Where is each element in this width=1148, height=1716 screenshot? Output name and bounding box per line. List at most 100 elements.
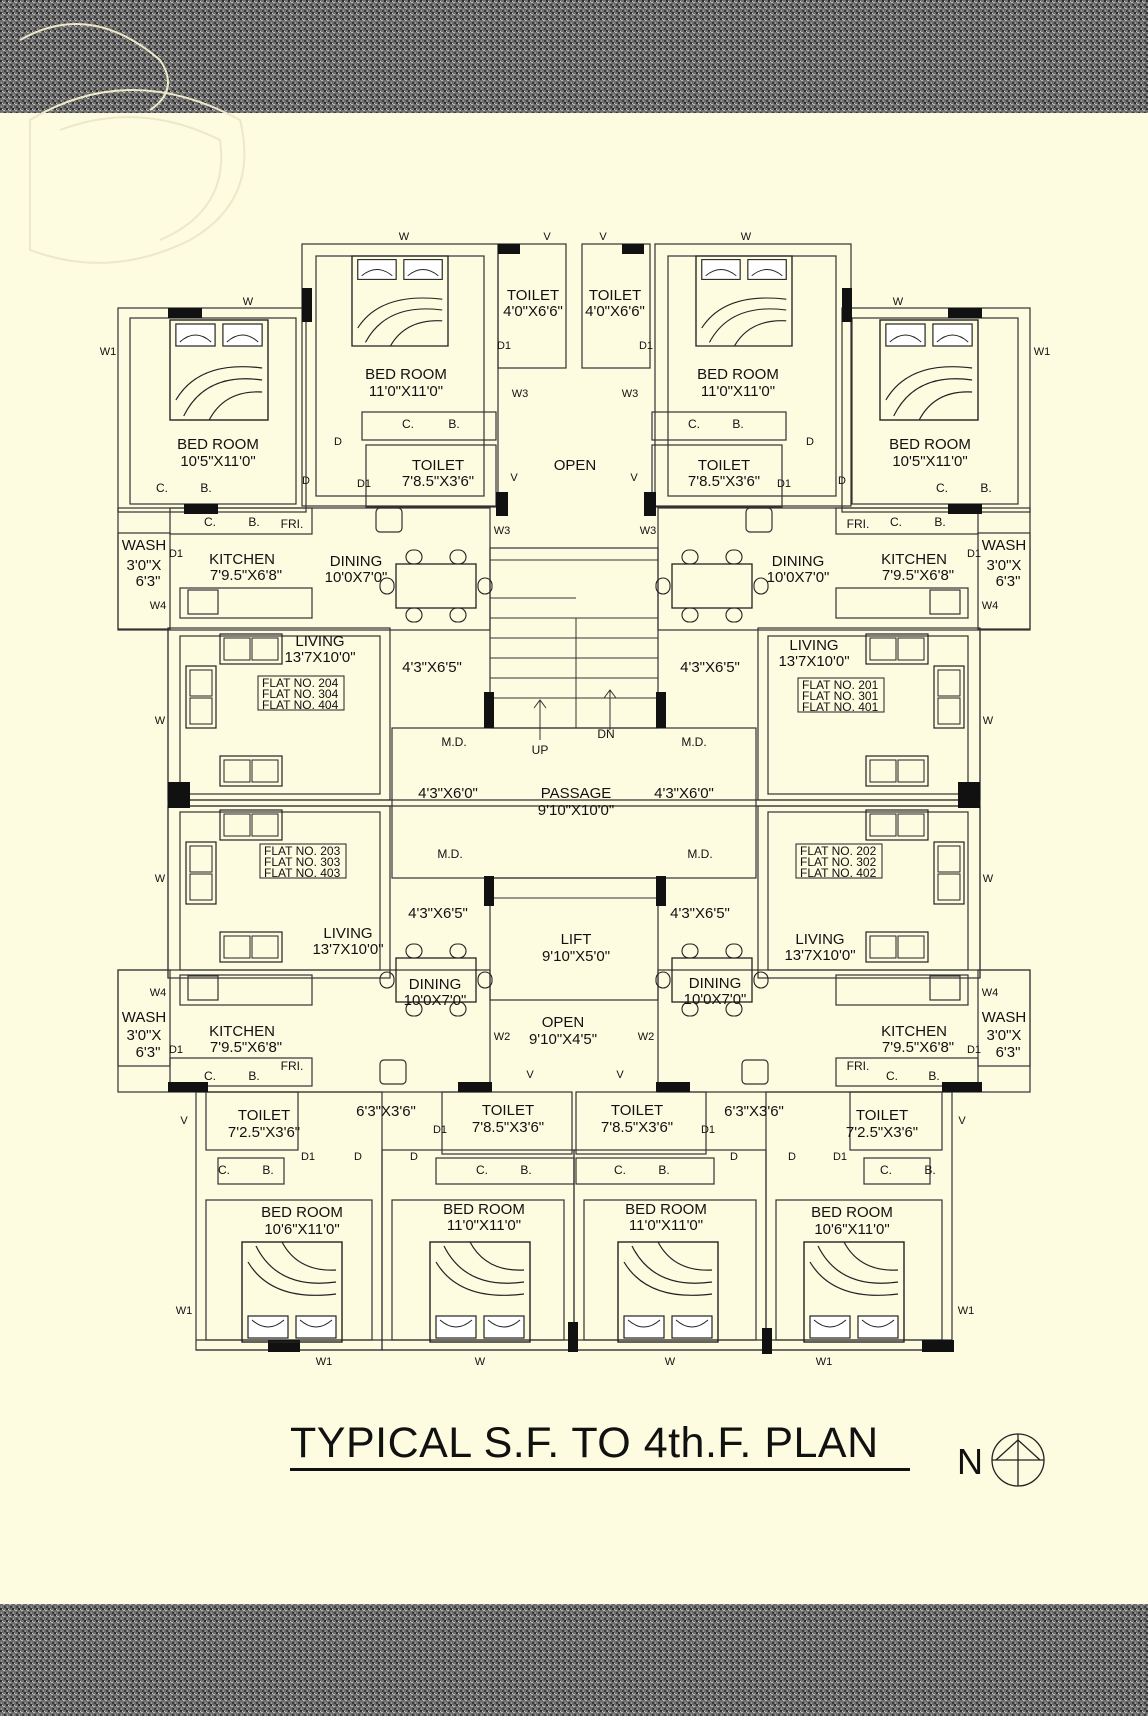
label-kitchen-ul-dim: 7'9.5"X6'8" [210,567,282,584]
mk-w2-1: W2 [494,1031,511,1043]
label-wash-ul: WASH [122,537,166,554]
fri-2: FRI. [847,517,870,531]
cb-b-6: B. [934,515,945,529]
label-toilet-lcr: TOILET [611,1102,663,1119]
mk-w-9: W [475,1356,486,1368]
mk-w2-2: W2 [638,1031,655,1043]
label-toilet-lcl: TOILET [482,1102,534,1119]
mk-w1-4: W1 [958,1305,975,1317]
label-kitchen-ur: KITCHEN [881,551,947,568]
cb-b-7: B. [248,1069,259,1083]
label-kitchen-lr-dim: 7'9.5"X6'8" [882,1039,954,1056]
mk-d1-11: D1 [301,1151,315,1163]
cb-c-8: C. [886,1069,898,1083]
label-md-ur: M.D. [681,735,706,749]
label-toilet-tr: TOILET [589,287,641,304]
label-dining-ll: DINING [409,976,462,993]
mk-d-3: D [302,475,310,487]
cb-b-9: B. [262,1163,273,1177]
label-toilet-ur-dim: 7'8.5"X3'6" [688,473,760,490]
cupboard-labels: C. B. C. B. C. B. C. B. C. B. C. B. FRI.… [156,417,992,1177]
mk-d1-9: D1 [433,1124,447,1136]
mk-w3-4: W3 [640,525,657,537]
label-bedroom-nc-dim: 11'0"X11'0" [369,383,443,400]
label-kitchen-ul: KITCHEN [209,551,275,568]
cb-b-1: B. [448,417,459,431]
cb-c-1: C. [402,417,414,431]
label-bal-r: 6'3"X3'6" [724,1103,784,1120]
label-bedroom-scr-dim: 11'0"X11'0" [629,1217,703,1234]
mk-d1-5: D1 [169,548,183,560]
label-wash-ur-dim1: 3'0"X [987,557,1022,574]
label-toilet-tl: TOILET [507,287,559,304]
label-bedroom-se: BED ROOM [811,1204,893,1221]
mk-v-2: V [599,231,607,243]
label-wash-ul-dim2: 6'3" [136,573,161,590]
label-toilet-ll-dim: 7'2.5"X3'6" [228,1124,300,1141]
label-living-ur-dim: 13'7X10'0" [778,653,849,670]
label-wash-ll-dim2: 6'3" [136,1044,161,1061]
label-bedroom-nc: BED ROOM [365,366,447,383]
mk-w1-3: W1 [176,1305,193,1317]
mk-v-4: V [630,472,638,484]
label-living-ll-dim: 13'7X10'0" [312,941,383,958]
columns [168,244,982,1354]
label-wash-ul-dim1: 3'0"X [127,557,162,574]
label-lift-dim: 9'10"X5'0" [542,948,610,965]
cb-b-12: B. [924,1163,935,1177]
label-toilet-tr-dim: 4'0"X6'6" [585,303,645,320]
label-toilet-ul-dim: 7'8.5"X3'6" [402,473,474,490]
label-corr-l: 4'3"X6'0" [418,785,478,802]
cb-c-5: C. [204,515,216,529]
fri-4: FRI. [847,1059,870,1073]
mk-w4-3: W4 [150,987,167,999]
label-living-ul-dim: 13'7X10'0" [284,649,355,666]
label-lobby-ll: 4'3"X6'5" [408,905,468,922]
flat-lr-2: FLAT NO. 302 [800,855,877,869]
watermark-logo [19,23,246,264]
label-passage-dim: 9'10"X10'0" [538,802,614,819]
north-arrow-icon [991,1433,1045,1487]
mk-w-5: W [155,715,166,727]
mk-v-7: V [180,1115,188,1127]
cb-c-12: C. [880,1163,892,1177]
label-bedroom-sw: BED ROOM [261,1204,343,1221]
label-md-ul: M.D. [441,735,466,749]
label-bedroom-nw: BED ROOM [177,436,259,453]
label-bedroom-scr: BED ROOM [625,1201,707,1218]
label-wash-lr-dim2: 6'3" [996,1044,1021,1061]
label-living-ur: LIVING [789,637,838,654]
label-wash-ur: WASH [982,537,1026,554]
room-labels: TOILET 4'0"X6'6" TOILET 4'0"X6'6" BED RO… [122,287,1026,1238]
label-toilet-ur: TOILET [698,457,750,474]
mk-d1-4: D1 [777,478,791,490]
mk-v-5: V [526,1069,534,1081]
label-dining-ur: DINING [772,553,825,570]
mk-v-3: V [510,472,518,484]
mk-d-5: D [354,1151,362,1163]
mk-w-10: W [665,1356,676,1368]
mk-w-1: W [399,231,410,243]
label-corr-r: 4'3"X6'0" [654,785,714,802]
label-toilet-lr-dim: 7'2.5"X3'6" [846,1124,918,1141]
mk-w-8: W [983,873,994,885]
label-wash-ur-dim2: 6'3" [996,573,1021,590]
label-toilet-tl-dim: 4'0"X6'6" [503,303,563,320]
mk-w4-4: W4 [982,987,999,999]
flat-ul-1: FLAT NO. 204 [262,676,339,690]
label-dining-lr-dim: 10'0X7'0" [684,991,747,1008]
label-open-bot: OPEN [542,1014,585,1031]
mk-d-2: D [806,436,814,448]
flat-lr-1: FLAT NO. 202 [800,844,877,858]
label-toilet-lr: TOILET [856,1107,908,1124]
mk-w4-1: W4 [150,600,167,612]
label-dining-ul: DINING [330,553,383,570]
mk-w1-6: W1 [816,1356,833,1368]
label-wash-ll: WASH [122,1009,166,1026]
flat-ur-3: FLAT NO. 401 [802,700,879,714]
mk-d-8: D [788,1151,796,1163]
label-dn: DN [597,727,614,741]
label-dining-lr: DINING [689,975,742,992]
label-bedroom-ncr-dim: 11'0"X11'0" [701,383,775,400]
mk-w-4: W [893,296,904,308]
